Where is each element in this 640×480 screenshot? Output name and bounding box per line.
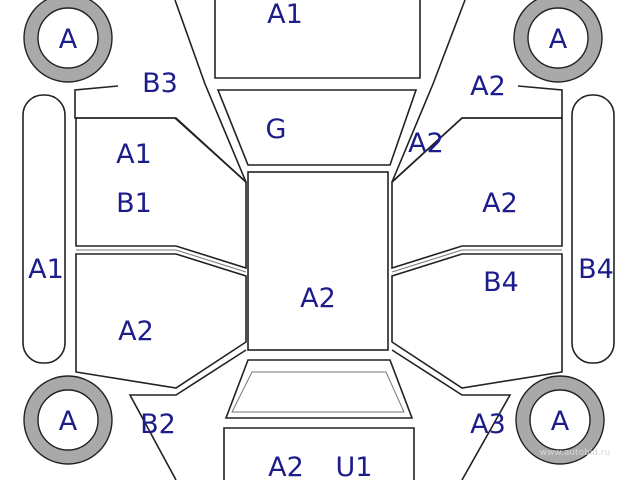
right-a-pillar-label: A2 [408,128,444,159]
left-sill[interactable] [22,94,66,364]
wheel-front-left[interactable] [23,0,113,83]
wheel-rear-left[interactable] [23,375,113,465]
front-left-door-label-1: A1 [116,139,152,170]
right-front-door[interactable] [391,117,563,270]
windshield-label: G [266,114,287,145]
wheel-front-left-label: A [59,24,78,55]
trunk-panel[interactable] [223,427,415,480]
trunk-label-left: A2 [268,452,304,480]
right-sill[interactable] [571,94,615,364]
front-left-fender-label: B3 [142,68,178,99]
wheel-rear-right-label: A [551,406,570,437]
wheel-rear-left-label: A [59,406,78,437]
windshield-panel[interactable] [216,89,418,166]
wheel-front-right-label: A [549,24,568,55]
rear-right-fender-label: A3 [470,409,506,440]
left-sill-label: A1 [28,254,64,285]
hood-panel[interactable] [214,0,421,79]
right-door-seam [391,249,562,273]
hood-label: A1 [267,0,303,30]
trunk-label-right: U1 [336,452,373,480]
right-rear-door[interactable] [391,253,563,389]
front-left-door-label-2: B1 [116,188,152,219]
roof-label: A2 [300,283,336,314]
rear-left-door-label: A2 [118,316,154,347]
left-rear-door[interactable] [75,253,247,389]
front-right-door-label: A2 [482,188,518,219]
rear-window-inner [231,371,405,413]
rear-window-panel[interactable] [224,359,414,419]
rear-right-door-label: B4 [483,267,519,298]
wheel-front-right[interactable] [513,0,603,83]
front-right-fender-label: A2 [470,71,506,102]
left-front-door[interactable] [75,117,247,270]
left-door-seam [76,249,247,273]
roof-panel[interactable] [247,171,389,351]
rear-left-fender[interactable] [128,349,247,480]
watermark: www.autobid.ru [540,448,611,458]
rear-left-fender-label: B2 [140,409,176,440]
rear-right-fender[interactable] [391,349,512,480]
wheel-rear-right[interactable] [515,375,605,465]
right-sill-label: B4 [578,254,614,285]
